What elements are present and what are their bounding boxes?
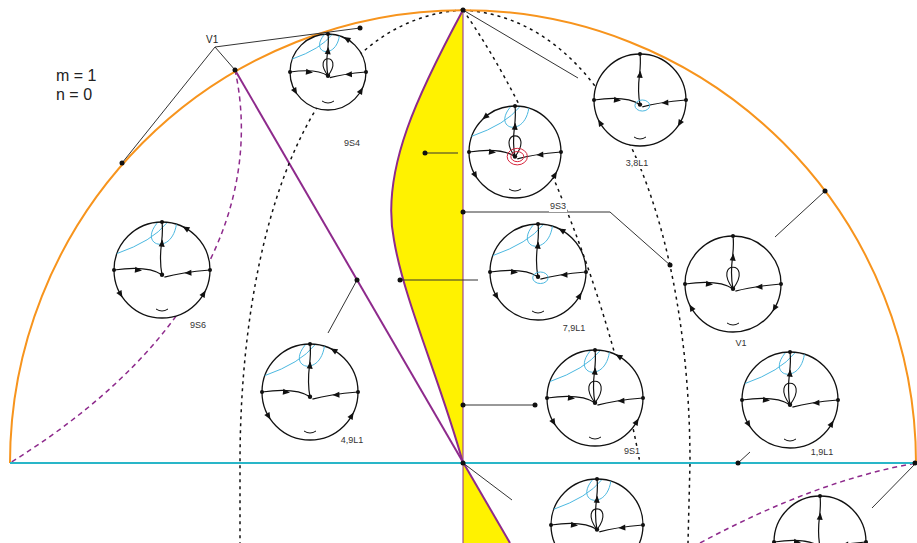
portrait-circle [488,222,588,322]
portrait-caption: 7,9L1 [562,323,587,334]
portrait-caption: 9S4 [343,138,361,149]
phase-portrait: V1 [683,234,783,334]
phase-portrait: 4,9L1 [260,342,360,442]
phase-portrait: 7,9L1 [488,222,588,322]
portrait-circle [545,348,645,448]
parameter-label: m = 1 [55,67,97,85]
portrait-caption: 9S1 [623,446,641,457]
region-label: V1 [205,34,219,45]
portrait-circle [260,342,360,442]
portrait-caption: 4,9L1 [340,435,365,446]
portrait-caption: 9S3 [549,201,567,212]
phase-portrait: 9S4 [288,32,368,112]
portrait-circle [592,52,688,148]
portrait-circle [683,234,783,334]
parameter-label: n = 0 [55,86,93,104]
phase-portrait: 9S3 [467,104,563,200]
portrait-circle [288,32,368,112]
phase-portrait: 9S6 [112,220,212,320]
portrait-caption: V1 [734,338,747,349]
portrait-caption: 9S6 [189,320,207,331]
portrait-caption: 3,8L1 [625,158,650,169]
portrait-circle [112,220,212,320]
phase-portrait: 9S1 [545,348,645,448]
portrait-caption: 1,9L1 [810,447,835,458]
phase-portrait: 3,8L1 [592,52,688,148]
portrait-circle [740,350,840,450]
portrait-circle [467,104,563,200]
phase-portrait: 1,9L1 [740,350,840,450]
